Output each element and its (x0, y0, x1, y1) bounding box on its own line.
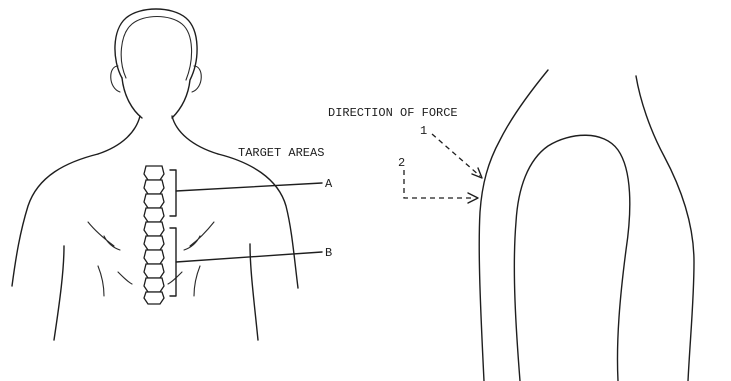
neck-right (172, 116, 218, 154)
force-2-label: 2 (398, 156, 405, 170)
vertebra (144, 236, 164, 250)
vertebra (144, 208, 164, 222)
hairline (121, 17, 191, 81)
target-area-a-bracket (170, 170, 176, 216)
vertebra (144, 180, 164, 194)
vertebra (144, 278, 164, 292)
back-view-figure: TARGET AREAS A B (12, 9, 333, 340)
leader-line-a (176, 183, 322, 191)
direction-of-force-label: DIRECTION OF FORCE (328, 106, 458, 120)
head-outline (115, 9, 197, 118)
right-torso-side (250, 244, 258, 340)
side-view-figure: DIRECTION OF FORCE 1 2 (328, 70, 694, 381)
leader-line-b (176, 252, 322, 262)
area-a-label: A (325, 177, 333, 191)
arm-outline (514, 135, 629, 381)
vertebra (144, 250, 164, 264)
chest-contour (636, 76, 694, 381)
back-contour (479, 70, 548, 381)
right-shoulder-arm (218, 154, 298, 288)
area-b-label: B (325, 246, 332, 260)
vertebra (144, 264, 164, 278)
force-arrow-1 (432, 134, 480, 176)
left-flank-hint (118, 272, 132, 284)
left-scapula (88, 222, 120, 250)
neck-left (98, 116, 140, 154)
left-shoulder-arm (12, 154, 98, 286)
vertebra (144, 166, 164, 180)
vertebra (144, 194, 164, 208)
right-lumbar-hint (194, 266, 200, 296)
vertebra (144, 222, 164, 236)
right-scapula (184, 222, 214, 250)
spine-column (144, 166, 164, 304)
right-flank-hint (168, 272, 182, 284)
target-areas-label: TARGET AREAS (238, 146, 324, 160)
head-left-jaw (122, 78, 142, 118)
target-area-b-bracket (170, 228, 176, 296)
force-arrow-2 (404, 170, 474, 198)
force-1-label: 1 (420, 124, 427, 138)
left-torso-side (54, 246, 64, 340)
vertebra (144, 292, 164, 304)
left-lumbar-hint (98, 266, 104, 296)
